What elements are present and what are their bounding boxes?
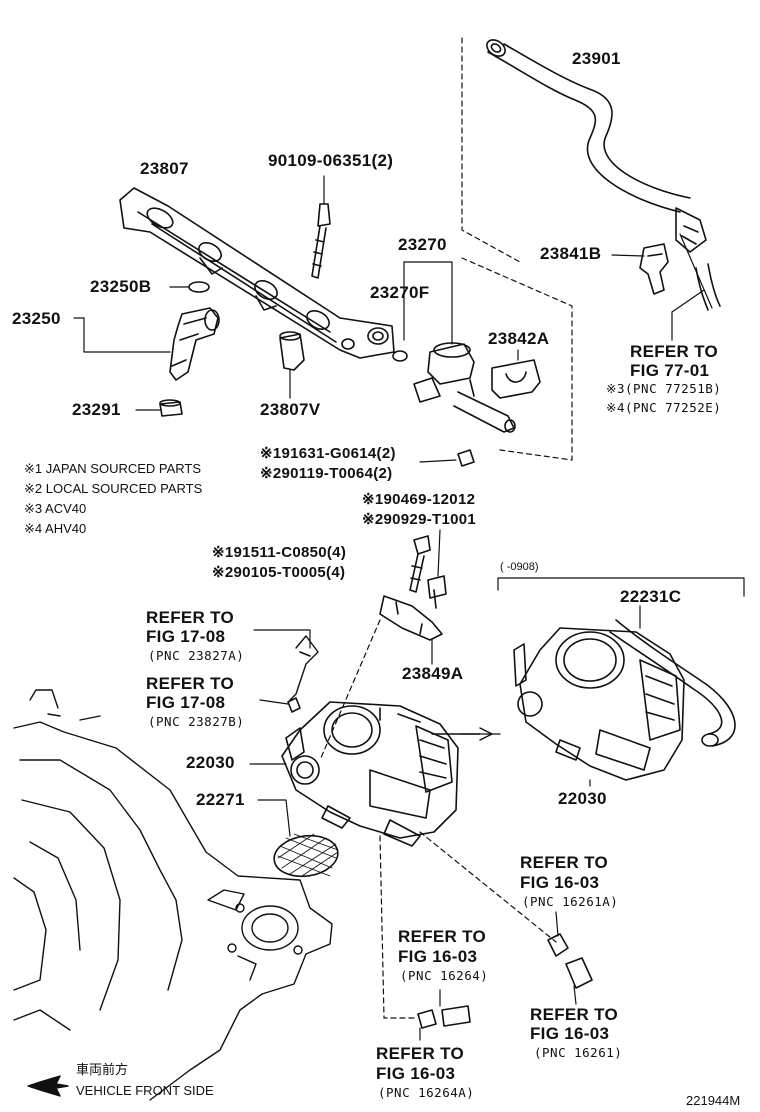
label-23807: 23807 [140,159,189,178]
ref-16b-line3: (PNC 16264) [400,968,489,983]
direction-label-en: VEHICLE FRONT SIDE [76,1083,214,1098]
bolt-90109-drawing [311,203,331,279]
label-23250b: 23250B [90,277,152,296]
fuel-hose-drawing [486,39,721,311]
clip-90469-drawing [427,575,447,609]
direction-label-jp: 車両前方 [76,1062,129,1077]
alt-part-90929: ※290929-T1001 [362,511,477,528]
ref-77-line2: FIG 77-01 [630,361,710,380]
alt-part-90469: ※190469-12012 [362,491,476,508]
throttle-body-alt-drawing [513,619,736,781]
ref-16d-line3: (PNC 16264A) [378,1085,475,1100]
bracket-drawing [379,595,443,641]
ref-16c-line2: FIG 16-03 [530,1024,610,1043]
label-23842a: 23842A [488,329,550,348]
bolt-91631-drawing [457,449,475,467]
ref-16c-line3: (PNC 16261) [534,1045,623,1060]
ref-17b-line3: (PNC 23827B) [148,714,245,729]
label-23841b: 23841B [540,244,602,263]
ref-16b-line2: FIG 16-03 [398,947,478,966]
ref-16d-line1: REFER TO [376,1044,465,1063]
ref-17b-line2: FIG 17-08 [146,693,226,712]
label-90109: 90109-06351(2) [268,151,394,170]
ref-17a-line1: REFER TO [146,608,235,627]
label-23291: 23291 [72,400,121,419]
alt-part-90119: ※290119-T0064(2) [260,465,393,482]
ref-16b-line1: REFER TO [398,927,487,946]
note-local: ※2 LOCAL SOURCED PARTS [24,481,203,496]
alt-part-91631: ※191631-G0614(2) [260,445,396,462]
clip-23841b-drawing [639,243,669,295]
note-japan: ※1 JAPAN SOURCED PARTS [24,461,202,476]
injector-drawing [169,307,220,381]
front-arrow [27,1075,69,1097]
date-range: ( -0908) [500,561,539,573]
pressure-regulator-drawing [413,342,516,433]
ref-16c-line1: REFER TO [530,1005,619,1024]
seal-23291-drawing [159,399,183,417]
label-22030-alt: 22030 [558,789,607,808]
dashed-guide-23901 [461,37,521,263]
throttle-body-drawing [281,701,459,847]
ref-16d-line2: FIG 16-03 [376,1064,456,1083]
label-23901: 23901 [572,49,621,68]
ref-17b-line1: REFER TO [146,674,235,693]
ref-17a-line2: FIG 17-08 [146,627,226,646]
ref-17a-line3: (PNC 23827A) [148,648,245,663]
o-ring-23270f [392,350,408,362]
label-23807v: 23807V [260,400,321,419]
o-ring-drawing [188,281,210,293]
figure-id: 221944M [686,1093,741,1108]
ref-77-line1: REFER TO [630,342,719,361]
label-23270f: 23270F [370,283,430,302]
intake-manifold-drawing [13,689,333,1101]
gasket-drawing [273,833,339,878]
ref-16a-line1: REFER TO [520,853,609,872]
ref-16a-line3: (PNC 16261A) [522,894,619,909]
label-23270: 23270 [398,235,447,254]
note-acv40: ※3 ACV40 [24,501,87,516]
fuel-delivery-pipe-drawing [119,187,395,359]
alt-part-90105: ※290105-T0005(4) [212,564,346,581]
ref-16a-line2: FIG 16-03 [520,873,600,892]
label-23250: 23250 [12,309,61,328]
alt-part-91511: ※191511-C0850(4) [212,544,347,561]
label-22030: 22030 [186,753,235,772]
label-22231c: 22231C [620,587,682,606]
ref-77-line3: ※3(PNC 77251B) [606,381,722,396]
cushion-drawing [491,359,541,399]
bolt-91511-drawing [409,535,431,593]
label-22271: 22271 [196,790,245,809]
label-23849a: 23849A [402,664,464,683]
note-ahv40: ※4 AHV40 [24,521,87,536]
ref-77-line4: ※4(PNC 77252E) [606,400,722,415]
insulator-drawing [279,331,305,371]
